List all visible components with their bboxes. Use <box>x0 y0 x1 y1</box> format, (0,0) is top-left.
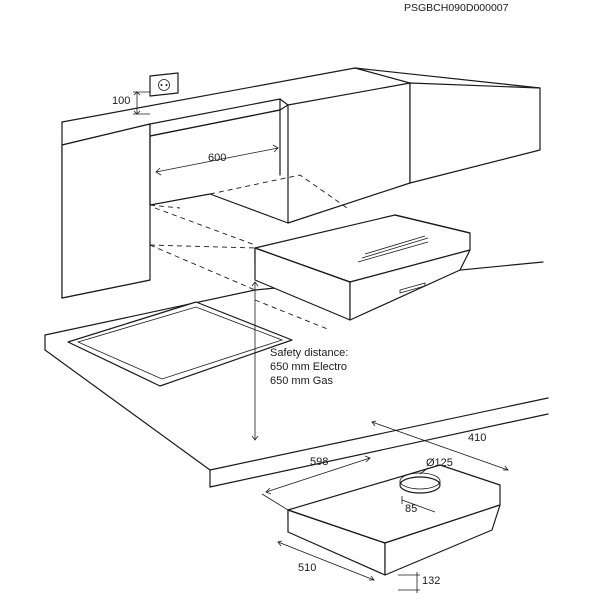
socket-icon <box>149 72 179 97</box>
front-width-dimension <box>277 540 375 581</box>
cabinet-width-label: 600 <box>208 152 226 164</box>
detail-hood <box>287 464 501 576</box>
detail-hood-front <box>384 504 501 576</box>
hood-depth-dimension <box>371 420 509 471</box>
cabinet-width-dimension <box>155 144 279 176</box>
left-wall-cabinet <box>61 98 281 299</box>
worktop-back-edge <box>44 289 256 336</box>
worktop-front-edge <box>44 349 211 471</box>
right-cabinet-front <box>287 82 411 224</box>
hood-height-dimension <box>398 572 420 593</box>
hood-depth-label: 410 <box>468 432 486 444</box>
safety-gas: 650 mm Gas <box>270 375 333 387</box>
hood-width-dimension <box>261 455 371 511</box>
outlet-ring <box>399 476 441 494</box>
hood-width-label: 598 <box>310 456 328 468</box>
outlet-offset-dimension <box>401 496 436 513</box>
installed-hood <box>254 214 471 321</box>
right-wall-cabinets <box>279 67 541 224</box>
hob <box>67 301 293 387</box>
socket-height-dimension <box>133 91 150 115</box>
outlet-offset-label: 85 <box>405 503 417 515</box>
document-code: PSGBCH090D000007 <box>404 2 509 14</box>
outlet-diameter-leader <box>419 467 429 475</box>
front-width-label: 510 <box>298 562 316 574</box>
hood-front <box>349 249 471 321</box>
projection-lines <box>149 174 351 291</box>
socket-height-label: 100 <box>112 95 130 107</box>
safety-distance-dimension <box>251 281 331 441</box>
outlet-diameter-label: Ø125 <box>426 457 453 469</box>
hood-height-label: 132 <box>422 575 440 587</box>
safety-electro: 650 mm Electro <box>270 361 347 373</box>
safety-heading: Safety distance: <box>270 347 348 359</box>
far-right-cabinet <box>409 82 541 184</box>
